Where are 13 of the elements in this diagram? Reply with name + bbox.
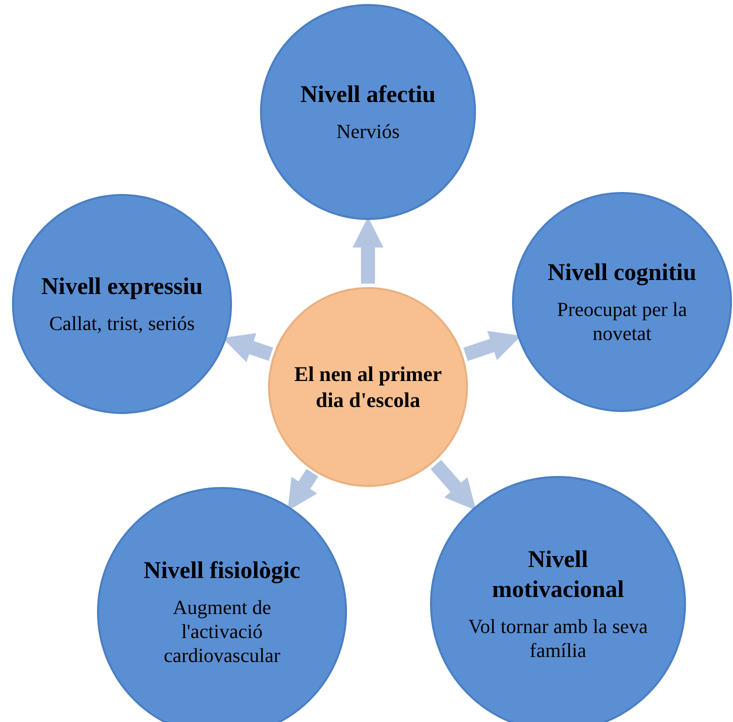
node-text: Nerviós [336,120,400,144]
node-text: Callat, trist, seriós [49,312,195,336]
node-text: Preocupat per la novetat [556,298,688,346]
node-heading: Nivell fisiològic [144,557,300,586]
node-text: Vol tornar amb la seva família [467,615,649,663]
node-heading: Nivell afectiu [300,81,436,110]
node-heading: Nivell expressiu [41,273,203,302]
node-heading: Nivell motivacional [491,546,625,605]
node-heading: El nen al primer dia d'escola [293,360,443,414]
node-text: Augment de l'activació cardiovascular [162,596,282,668]
block-arrow [288,468,318,511]
node-heading: Nivell cognitiu [548,259,696,288]
block-arrow [430,460,476,510]
